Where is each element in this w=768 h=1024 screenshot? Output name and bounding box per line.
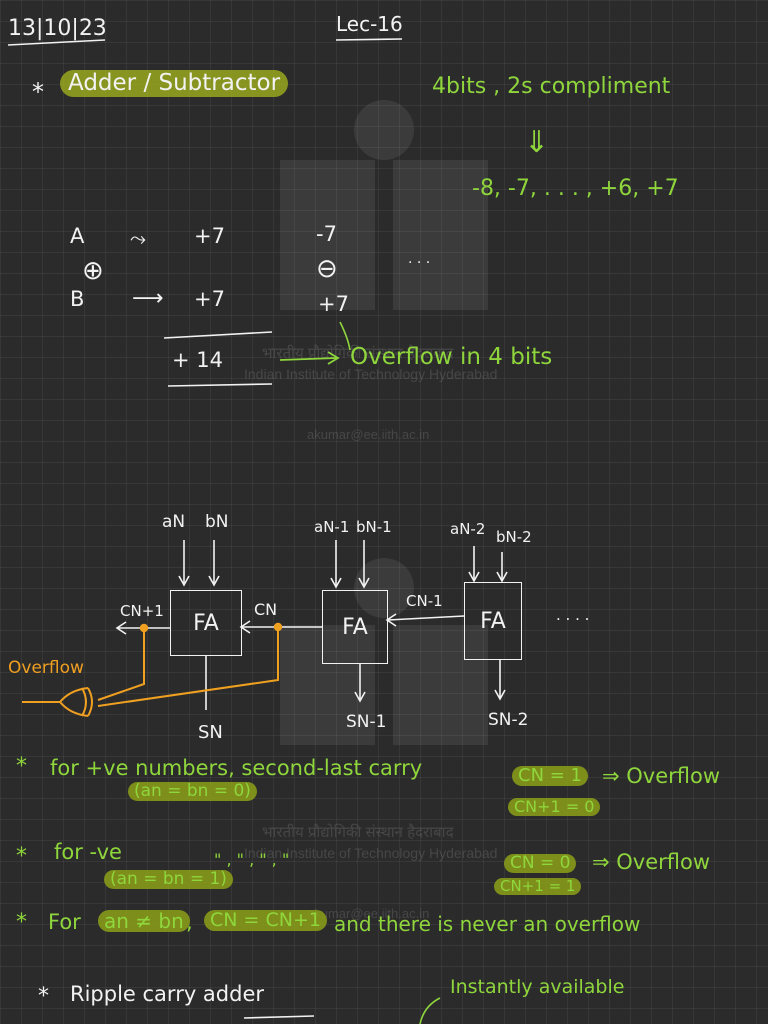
full-adder-n: FA <box>170 590 242 656</box>
range-arrow: ⇓ <box>524 125 550 160</box>
note-positive-implies: ⇒ Overflow <box>602 764 721 788</box>
input-b-n-1: bN-1 <box>356 518 392 536</box>
example-overflow-text: Overflow in 4 bits <box>350 344 553 370</box>
example-a-label: A <box>70 224 85 248</box>
example-a-value: +7 <box>194 224 225 248</box>
example-b-value: +7 <box>194 287 225 311</box>
example-alt-top: -7 <box>316 222 337 246</box>
watermark-hindi: भारतीय प्रौद्योगिकी संस्थान हैदराबाद <box>262 345 454 362</box>
full-adder-n-1: FA <box>322 590 388 664</box>
note-negative-condition: (an = bn = 1) <box>104 870 233 889</box>
note-negative-implies: ⇒ Overflow <box>592 850 711 874</box>
note-different-rest: and there is never an overflow <box>334 912 641 936</box>
note-positive-bullet: * <box>16 754 27 779</box>
note-different-eq: CN = CN+1 <box>204 910 327 931</box>
example-dots: . . . <box>408 251 431 267</box>
sum-n-2: SN-2 <box>488 710 529 730</box>
note-ripple-text: Ripple carry adder <box>70 982 265 1006</box>
note-ripple-bullet: * <box>38 984 49 1009</box>
watermark-email-2: akumar@ee.iith.ac.in <box>307 906 430 921</box>
note-positive-text: for +ve numbers, second-last carry <box>50 756 423 780</box>
example-plus-symbol: ⊕ <box>82 256 104 286</box>
note-negative-cn1: CN+1 = 1 <box>494 878 582 895</box>
full-adder-n-2: FA <box>464 582 522 660</box>
range-values: -8, -7, . . . , +6, +7 <box>472 176 679 201</box>
note-different-prefix: For <box>48 910 81 934</box>
input-b-n-2: bN-2 <box>496 528 532 546</box>
input-a-n-1: aN-1 <box>314 518 350 536</box>
watermark-hindi-2: भारतीय प्रौद्योगिकी संस्थान हैदराबाद <box>262 824 454 841</box>
note-negative-ditto: " , " , " , " <box>214 850 290 869</box>
overflow-label: Overflow <box>8 658 84 678</box>
input-a-n-2: aN-2 <box>450 520 486 538</box>
header-lecture: Lec-16 <box>336 12 403 36</box>
note-negative-cn: CN = 0 <box>504 854 577 873</box>
sum-n-1: SN-1 <box>346 712 387 732</box>
carry-mid-label: CN <box>254 600 278 619</box>
input-b-n: bN <box>205 512 229 532</box>
topic-title: Adder / Subtractor <box>60 70 289 97</box>
example-b-arrow: ⟶ <box>132 286 164 311</box>
example-b-label: B <box>70 287 85 311</box>
carry-in-label: CN-1 <box>406 592 443 610</box>
note-different-cond: an ≠ bn <box>98 910 190 932</box>
sum-n: SN <box>198 722 223 743</box>
note-positive-condition: (an = bn = 0) <box>128 782 257 801</box>
example-alt-op: ⊖ <box>316 254 338 284</box>
watermark-english: Indian Institute of Technology Hyderabad <box>244 366 498 382</box>
note-different-comma: , <box>186 910 193 934</box>
note-negative-bullet: * <box>16 844 27 869</box>
circuit-dots: . . . . <box>556 606 590 624</box>
note-positive-cn: CN = 1 <box>512 766 589 786</box>
example-alt-bottom: +7 <box>318 292 349 316</box>
note-different-bullet: * <box>16 910 27 935</box>
note-ripple-aside: Instantly available <box>450 976 625 998</box>
input-a-n: aN <box>162 512 186 532</box>
example-result: + 14 <box>172 348 223 372</box>
note-negative-text: for -ve <box>54 840 122 864</box>
watermark-english-2: Indian Institute of Technology Hyderabad <box>244 845 498 861</box>
range-bits: 4bits , 2s compliment <box>432 74 671 99</box>
topic-bullet: * <box>32 78 44 106</box>
example-a-arrow: ⤳ <box>130 226 146 250</box>
note-positive-cn1: CN+1 = 0 <box>508 798 601 816</box>
header-date: 13|10|23 <box>8 16 107 41</box>
watermark-email: akumar@ee.iith.ac.in <box>307 427 430 442</box>
carry-out-label: CN+1 <box>120 602 164 620</box>
